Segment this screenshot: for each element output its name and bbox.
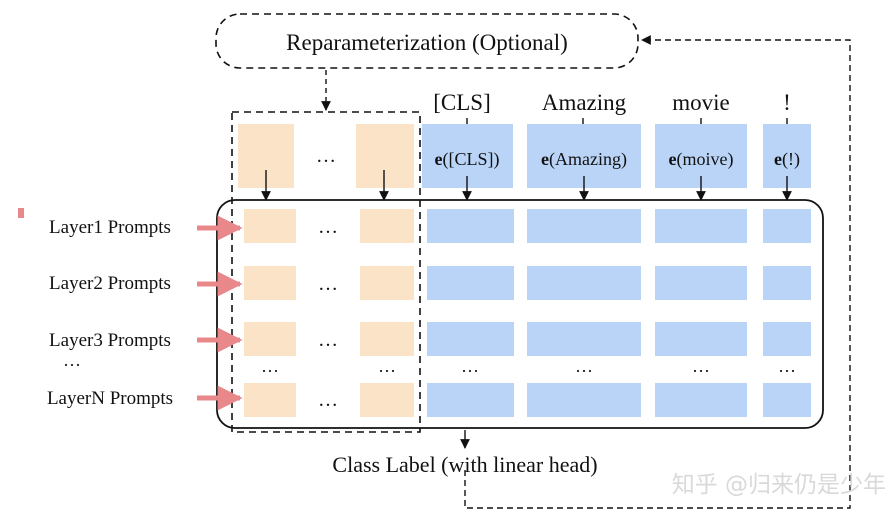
- row-ellipsis: ···: [778, 361, 796, 381]
- prompt-cell: [244, 209, 296, 243]
- token-cell: [427, 209, 514, 243]
- row-layer1: [244, 209, 811, 243]
- row-ellipsis: ···: [461, 361, 479, 381]
- edge-mark: [18, 208, 24, 218]
- token-cell: [655, 209, 747, 243]
- token-cell: [427, 266, 514, 300]
- token-cell: [655, 266, 747, 300]
- token-cell: [655, 322, 747, 356]
- layer3-label: Layer3 Prompts: [49, 330, 171, 351]
- prompt-cell: [244, 322, 296, 356]
- row-ellipsis: ···: [575, 361, 593, 381]
- row-ellipsis: ···: [378, 361, 396, 381]
- layer1-label: Layer1 Prompts: [49, 217, 171, 238]
- token-amazing: Amazing: [542, 90, 627, 115]
- token-cell: [527, 266, 641, 300]
- prompt-ellipsis: …: [318, 389, 338, 411]
- reparameterization-label: Reparameterization (Optional): [286, 30, 568, 55]
- embedding-label-movie: e(moive): [669, 149, 734, 170]
- prompt-ellipsis: …: [318, 273, 338, 295]
- prompt-cell: [244, 266, 296, 300]
- row-ellipsis: ···: [261, 361, 279, 381]
- token-cell: [763, 322, 811, 356]
- token-cell: [427, 383, 514, 417]
- row-layer2: [244, 266, 811, 300]
- prompt-cell: [360, 383, 414, 417]
- row-ellipsis: ···: [692, 361, 710, 381]
- model-box: [216, 199, 824, 429]
- prompt-ellipsis: …: [318, 216, 338, 238]
- token-cell: [427, 322, 514, 356]
- token-cls: [CLS]: [433, 90, 491, 115]
- layerN-label: LayerN Prompts: [47, 388, 173, 409]
- layer-ellipsis: ···: [63, 355, 81, 375]
- token-cell: [655, 383, 747, 417]
- embedding-label-cls: e([CLS]): [435, 149, 500, 170]
- token-cell: [527, 383, 641, 417]
- token-cell: [527, 209, 641, 243]
- top-prompt-ellipsis: …: [316, 145, 336, 167]
- feedback-dashed-arrow: [464, 35, 851, 509]
- reparameterization-box: [215, 13, 639, 69]
- embedding-label-exclamation: e(!): [774, 149, 800, 170]
- token-exclamation: !: [783, 90, 791, 115]
- prompt-cell: [360, 322, 414, 356]
- layer2-label: Layer2 Prompts: [49, 273, 171, 294]
- top-prompt-block: [356, 124, 414, 188]
- prompt-cell: [360, 209, 414, 243]
- prompt-cell: [244, 383, 296, 417]
- row-layerN: [244, 383, 811, 417]
- prompt-ellipsis: …: [318, 329, 338, 351]
- token-cell: [763, 266, 811, 300]
- embedding-label-amazing: e(Amazing): [541, 149, 627, 170]
- prompt-cell: [360, 266, 414, 300]
- watermark: 知乎 @归来仍是少年: [672, 472, 886, 498]
- class-label: Class Label (with linear head): [332, 452, 597, 477]
- token-cell: [763, 383, 811, 417]
- token-movie: movie: [672, 90, 730, 115]
- token-cell: [763, 209, 811, 243]
- layer-ellipsis-row: ··· ··· ··· ··· ··· ···: [261, 361, 796, 381]
- token-cell: [527, 322, 641, 356]
- row-layer3: [244, 322, 811, 356]
